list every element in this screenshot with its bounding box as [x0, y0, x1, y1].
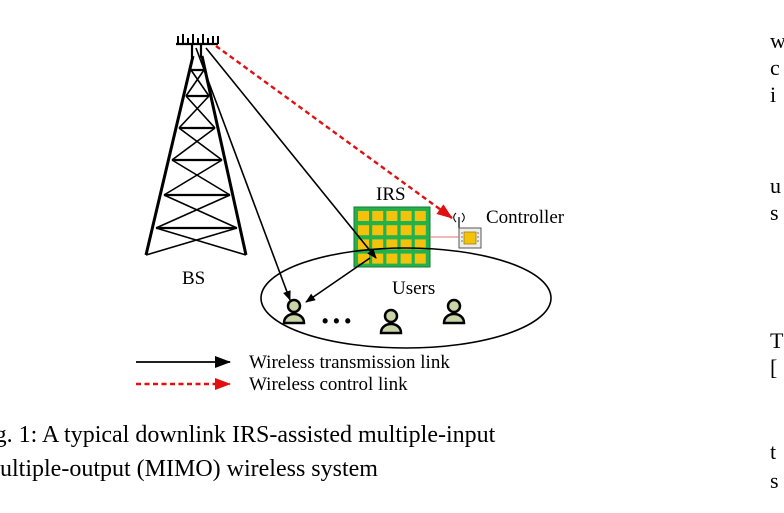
irs-to-user-link — [305, 257, 371, 303]
irs-element — [400, 225, 412, 236]
irs-element — [414, 211, 426, 221]
irs-element — [358, 211, 369, 221]
irs-element — [400, 239, 412, 250]
right-column-fragment: i — [770, 82, 777, 107]
right-column-fragment: s — [770, 468, 779, 493]
irs-element — [386, 225, 398, 236]
irs-element — [372, 225, 384, 236]
irs-element — [414, 225, 426, 236]
caption-line-2: nultiple-output (MIMO) wireless system — [0, 456, 378, 482]
figure-caption: ig. 1: A typical downlink IRS-assisted m… — [0, 418, 743, 486]
irs-element — [414, 253, 426, 264]
irs-element — [358, 253, 369, 264]
irs-element — [358, 225, 369, 236]
irs-element — [372, 211, 384, 221]
right-column-fragment: t — [770, 439, 777, 464]
irs-element — [372, 239, 384, 250]
irs-element — [386, 211, 398, 221]
controller-label: Controller — [486, 207, 565, 228]
users-cluster — [260, 247, 552, 349]
transmission-links — [195, 47, 377, 303]
users-ellipsis: • • • — [322, 311, 351, 331]
user-icon — [379, 308, 403, 335]
caption-line-1: ig. 1: A typical downlink IRS-assisted m… — [0, 422, 496, 448]
controller-chip-icon — [453, 212, 482, 249]
irs-panel — [353, 206, 431, 268]
bs-to-controller-link — [215, 45, 453, 219]
irs-element — [400, 211, 412, 221]
right-column-fragment: s — [770, 200, 779, 225]
irs-element — [414, 239, 426, 250]
bs-label: BS — [182, 268, 205, 289]
irs-element — [400, 253, 412, 264]
users-label: Users — [392, 278, 435, 299]
user-icon — [442, 298, 466, 325]
antenna-tower-icon — [144, 34, 248, 256]
bs-to-user1-link — [195, 47, 291, 301]
user-icon — [282, 298, 306, 325]
legend-transmission-label: Wireless transmission link — [249, 352, 450, 373]
irs-label: IRS — [376, 184, 406, 205]
irs-element — [386, 239, 398, 250]
right-column-fragment: T — [770, 328, 784, 353]
legend: Wireless transmission link Wireless cont… — [136, 352, 450, 395]
irs-element — [386, 253, 398, 264]
right-column-fragment: c — [770, 55, 780, 80]
irs-element — [358, 239, 369, 250]
bs-to-irs-link — [205, 47, 377, 259]
irs-element — [372, 253, 384, 264]
right-column-fragment: [ — [770, 355, 778, 380]
right-column-fragment: w — [770, 28, 784, 53]
right-column-fragment: u — [770, 173, 781, 198]
legend-control-label: Wireless control link — [249, 374, 408, 395]
